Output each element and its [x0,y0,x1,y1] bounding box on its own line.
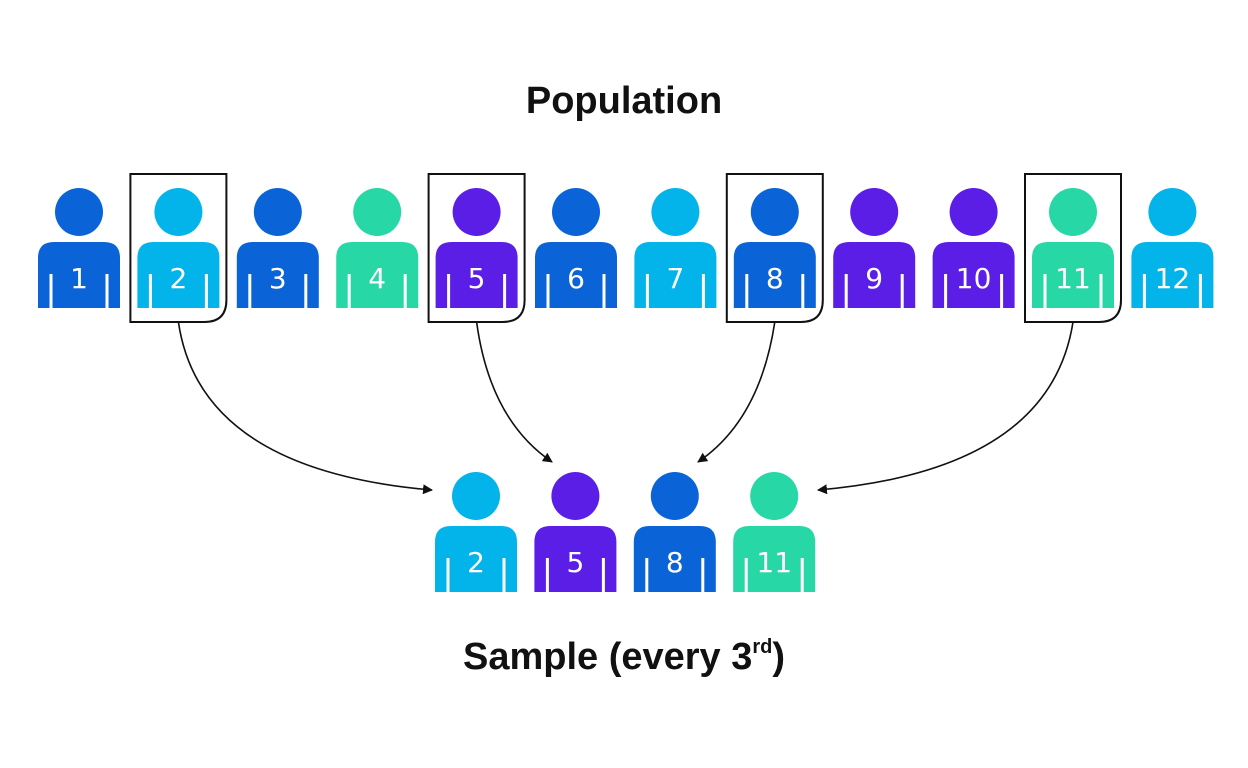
population-person: 9 [833,188,916,308]
population-person: 6 [535,188,617,308]
selection-box [129,173,228,323]
selection-box [1024,173,1122,323]
population-person: 3 [236,188,319,308]
person-number: 2 [169,262,187,295]
sample-person: 11 [733,472,816,592]
person-body [137,242,220,308]
person-head [55,188,103,236]
sample-person: 2 [435,472,517,592]
person-number: 11 [1055,262,1091,295]
person-body [932,242,1015,308]
person-body [38,242,120,308]
person-body [634,242,717,308]
person-number: 3 [269,262,287,295]
person-head [552,188,600,236]
population-person: 1 [38,188,120,308]
person-head [650,472,699,520]
population-person: 12 [1131,188,1214,308]
person-body [236,242,319,308]
person-number: 10 [956,262,992,295]
selection-arrow [817,321,1074,495]
person-head [1148,188,1197,236]
population-person: 8 [733,188,816,308]
person-body [633,526,716,592]
sample-row: 2 5 8 11 [435,472,816,592]
selection-arrow [475,321,553,463]
person-head [452,188,501,236]
person-head [154,188,203,236]
person-head [452,472,500,520]
person-number: 7 [666,262,684,295]
sample-title: Sample (every 3rd) [0,636,1248,679]
person-body [534,526,617,592]
person-body [435,526,517,592]
person-number: 5 [566,546,584,579]
population-person: 5 [435,188,518,308]
population-person: 11 [1032,188,1114,308]
population-person: 4 [336,188,419,308]
person-number: 4 [368,262,386,295]
person-head [651,188,700,236]
person-head [353,188,402,236]
person-body [833,242,916,308]
sample-person: 8 [633,472,716,592]
selection-box [725,173,824,323]
person-number: 1 [70,262,88,295]
sample-person: 5 [534,472,617,592]
sample-title-superscript: rd [752,636,773,658]
population-person: 2 [137,188,220,308]
selection-boxes [129,173,1122,323]
person-number: 8 [766,262,784,295]
person-head [551,472,600,520]
person-number: 11 [756,546,792,579]
person-head [253,188,302,236]
person-body [535,242,617,308]
person-head [1049,188,1097,236]
person-body [733,526,816,592]
selection-box [427,173,526,323]
person-body [733,242,816,308]
person-number: 2 [467,546,485,579]
person-number: 8 [666,546,684,579]
person-body [435,242,518,308]
person-number: 12 [1155,262,1191,295]
population-title: Population [525,80,723,122]
person-head [750,188,799,236]
population-person: 7 [634,188,717,308]
selection-arrow [177,321,433,495]
person-head [850,188,899,236]
person-body [336,242,419,308]
person-number: 9 [865,262,883,295]
person-body [1131,242,1214,308]
person-number: 5 [468,262,486,295]
selection-arrows [177,321,1074,495]
person-head [949,188,998,236]
sample-title-end: ) [772,636,786,678]
population-person: 10 [932,188,1015,308]
sample-title-main: Sample (every 3 [462,636,753,678]
person-head [750,472,799,520]
selection-arrow [697,321,776,463]
person-number: 6 [567,262,585,295]
person-body [1032,242,1114,308]
